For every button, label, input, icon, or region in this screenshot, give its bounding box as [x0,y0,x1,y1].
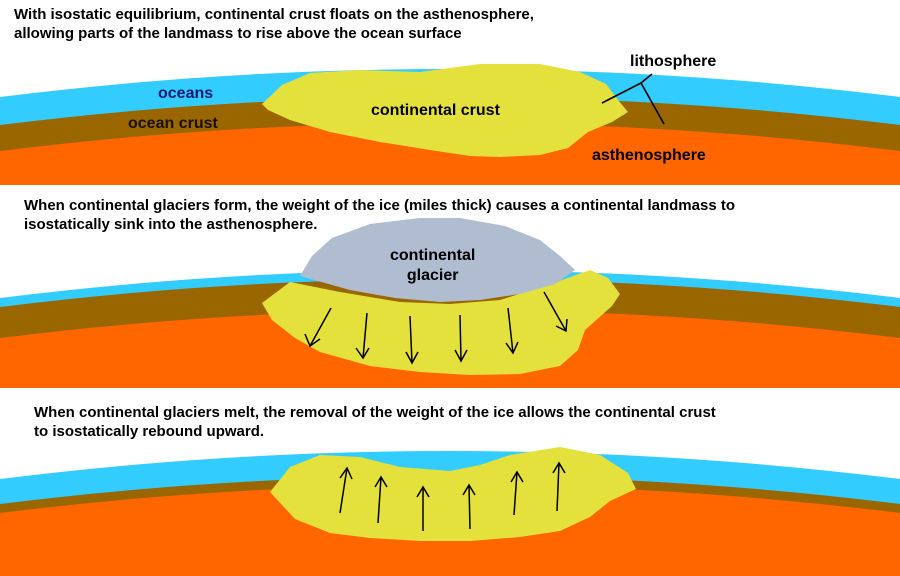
down-arrow [304,307,332,348]
lithosphere-pointer-branch [640,73,653,84]
continental-crust-label: continental crust [371,102,500,119]
down-arrow [405,315,419,365]
up-arrow [552,461,566,512]
continental-crust-shape [270,447,636,541]
glacier-label: continental glacier [390,247,476,284]
down-arrow [505,307,519,355]
continental-crust-shape [262,64,628,157]
up-arrow [510,470,524,516]
ocean-layer [0,451,900,504]
lithosphere-label: lithosphere [630,53,717,70]
continental-crust-shape [262,270,620,375]
glacier-shape [300,218,575,302]
panel3-caption: When continental glaciers melt, the remo… [34,404,716,440]
oceans-label: oceans [158,85,214,102]
panel2-diagram [0,218,900,388]
upward-arrows [339,461,566,531]
panel1-caption: With isostatic equilibrium, continental … [14,6,534,42]
panel2-caption: When continental glaciers form, the weig… [24,197,735,233]
asthenosphere-label: asthenosphere [592,147,706,164]
up-arrow [339,466,353,514]
downward-arrows [304,291,568,365]
ocean-layer [0,270,900,307]
down-arrow [355,312,370,360]
up-arrow [462,483,476,530]
panel-glacier-forms: When continental glaciers form, the weig… [0,188,900,388]
panel3-diagram [0,447,900,576]
up-arrow [416,485,430,531]
panel-glacier-melts: When continental glaciers melt, the remo… [0,395,900,576]
down-arrow [454,314,468,363]
ocean-crust-label: ocean crust [128,115,218,132]
panel1-diagram [0,64,900,185]
down-arrow [543,291,568,333]
panel-isostatic-equilibrium: With isostatic equilibrium, continental … [0,0,900,185]
up-arrow [374,475,388,524]
